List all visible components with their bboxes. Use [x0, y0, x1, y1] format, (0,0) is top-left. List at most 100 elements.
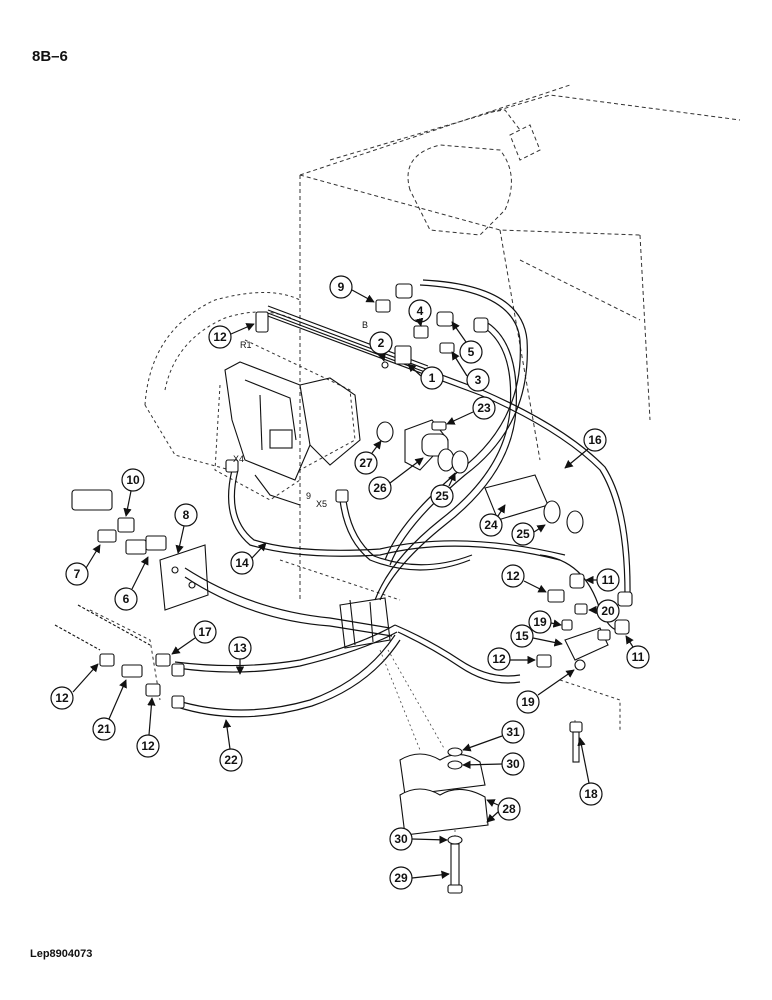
callout-9: 9 [329, 275, 375, 303]
bolt-23 [431, 421, 447, 431]
fitting-4 [413, 325, 429, 339]
fitting-12-right [547, 589, 565, 603]
callout-25-lower: 25 [511, 522, 546, 546]
svg-text:19: 19 [533, 615, 547, 629]
pump-assembly [224, 361, 361, 506]
svg-text:1: 1 [429, 371, 436, 385]
clamp-25b [451, 450, 469, 474]
fitting-12a [99, 653, 115, 667]
svg-text:25: 25 [516, 527, 530, 541]
svg-text:18: 18 [584, 787, 598, 801]
callout-28: 28 [486, 797, 521, 823]
svg-text:31: 31 [506, 725, 520, 739]
callout-14: 14 [230, 542, 267, 575]
svg-text:5: 5 [468, 345, 475, 359]
callout-16: 16 [564, 428, 607, 469]
fitting-5a [436, 311, 454, 327]
fitting-5b [473, 317, 489, 333]
svg-text:6: 6 [123, 592, 130, 606]
callout-18: 18 [577, 737, 603, 806]
sleeve-24 [484, 474, 549, 521]
svg-text:8: 8 [183, 508, 190, 522]
svg-text:19: 19 [521, 695, 535, 709]
block-1 [394, 345, 412, 365]
hose-clamp-bracket-left [159, 544, 209, 611]
callout-22: 22 [219, 719, 243, 772]
fitting-12-lower [536, 654, 552, 668]
washer-19a [561, 619, 573, 631]
block-15 [564, 627, 609, 661]
fitting-7 [97, 529, 117, 543]
svg-text:30: 30 [506, 757, 520, 771]
fitting-12b [145, 683, 161, 697]
callout-10: 10 [121, 468, 145, 517]
nut-31 [447, 747, 463, 757]
callout-23: 23 [446, 396, 496, 425]
svg-text:9: 9 [338, 280, 345, 294]
fitting-16end [617, 591, 633, 607]
svg-text:3: 3 [475, 373, 482, 387]
callout-12-right: 12 [501, 564, 547, 593]
callout-12-bottom: 12 [136, 697, 160, 758]
svg-text:11: 11 [602, 573, 615, 587]
washer-30b [447, 835, 463, 845]
fitting-21 [121, 664, 143, 678]
callout-31: 31 [462, 720, 525, 752]
callout-21: 21 [92, 679, 127, 741]
svg-text:25: 25 [435, 489, 449, 503]
svg-text:10: 10 [126, 473, 140, 487]
callout-26: 26 [368, 457, 424, 500]
fitting-15end [597, 629, 611, 641]
port-labels: B R1 X4 X5 9 [233, 320, 368, 509]
port-label-9: 9 [306, 491, 311, 501]
fitting-6a [125, 539, 147, 555]
callout-6: 6 [114, 556, 149, 611]
fitting-11b [614, 619, 630, 635]
page-number: 8B–6 [32, 48, 68, 65]
clamp-half-upper [399, 753, 486, 796]
callout-15: 15 [510, 624, 563, 648]
callout-12-lower-right: 12 [487, 647, 536, 671]
fitting-13end [171, 663, 185, 677]
callout-2: 2 [369, 331, 393, 362]
fittings [54, 283, 633, 894]
fitting-6b [145, 535, 167, 551]
callout-5: 5 [451, 321, 483, 364]
svg-text:15: 15 [515, 629, 529, 643]
hose-lines [174, 279, 631, 718]
svg-text:21: 21 [97, 722, 111, 736]
bolt-18-head [569, 721, 583, 733]
callout-25-upper: 25 [430, 472, 456, 508]
callout-29: 29 [389, 866, 450, 890]
callout-24: 24 [479, 504, 506, 537]
port-label-x4: X4 [233, 454, 244, 464]
svg-text:16: 16 [588, 433, 602, 447]
callout-19-lower: 19 [516, 669, 575, 714]
svg-text:17: 17 [198, 625, 212, 639]
callout-17: 17 [171, 620, 217, 655]
svg-text:20: 20 [601, 604, 615, 618]
svg-text:12: 12 [213, 330, 227, 344]
callout-19-upper: 19 [528, 610, 562, 634]
fitting-3 [439, 342, 455, 354]
callouts: 1 2 3 4 5 6 7 8 9 10 11 11 12 12 12 12 1… [50, 275, 650, 890]
svg-text:12: 12 [141, 739, 155, 753]
svg-text:12: 12 [492, 652, 506, 666]
clamp-25d [566, 510, 584, 534]
svg-text:22: 22 [224, 753, 238, 767]
svg-text:30: 30 [394, 832, 408, 846]
drawing-reference: Lep8904073 [30, 948, 93, 960]
svg-text:26: 26 [373, 481, 387, 495]
o-ring-27 [376, 421, 394, 443]
fitting-elbow-top [395, 283, 413, 299]
callout-27: 27 [354, 440, 382, 475]
callout-8: 8 [174, 503, 198, 554]
callout-13: 13 [228, 636, 252, 675]
left-valve [71, 489, 113, 511]
callout-1: 1 [407, 363, 444, 390]
svg-text:12: 12 [55, 691, 69, 705]
bolt-29-head [447, 884, 463, 894]
callout-7: 7 [65, 544, 101, 586]
